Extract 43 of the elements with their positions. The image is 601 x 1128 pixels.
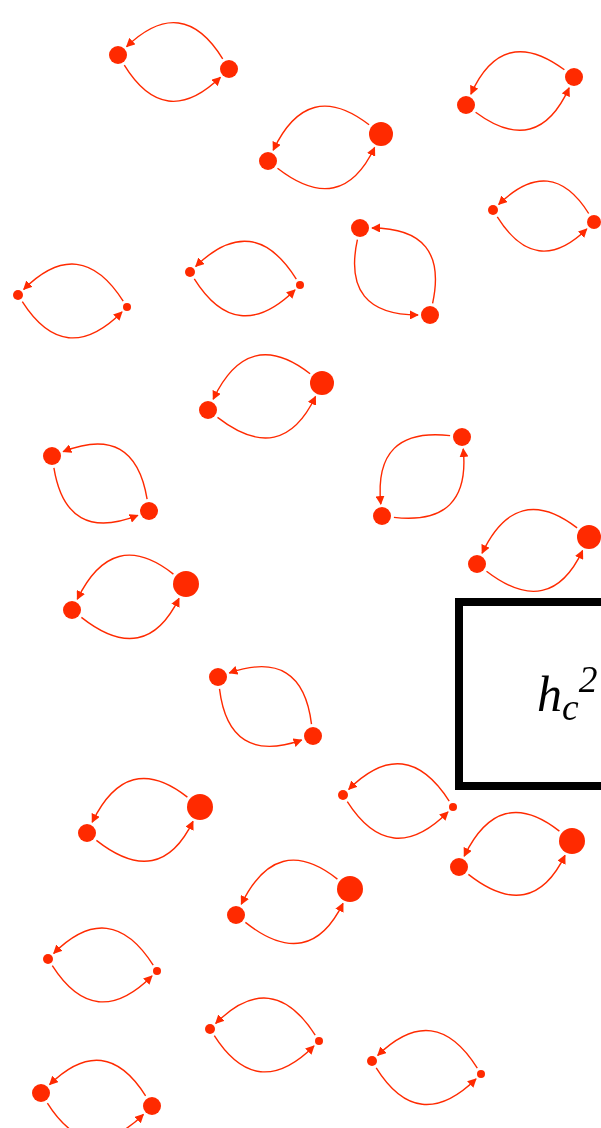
curved-arrow xyxy=(375,1067,477,1105)
curved-arrow xyxy=(377,1029,478,1069)
curved-arrow xyxy=(244,902,344,945)
curved-arrow xyxy=(215,997,316,1036)
curved-arrow xyxy=(218,688,303,748)
curved-arrow xyxy=(46,1102,145,1128)
curved-arrow xyxy=(53,467,139,524)
curved-arrow xyxy=(21,301,123,339)
curved-arrow xyxy=(23,263,124,302)
curved-arrow xyxy=(53,927,154,966)
curved-arrow xyxy=(470,51,566,95)
curved-arrow xyxy=(371,223,437,304)
curved-arrow xyxy=(467,854,566,896)
curved-arrow xyxy=(51,965,153,1003)
curved-arrow xyxy=(212,354,311,400)
curved-arrow xyxy=(125,22,224,60)
curved-arrow xyxy=(48,1059,147,1097)
curved-arrow xyxy=(95,820,194,862)
curved-arrow xyxy=(76,554,175,600)
curved-arrow xyxy=(272,105,370,151)
curved-arrow xyxy=(276,146,376,190)
curved-arrow xyxy=(195,240,297,280)
curved-arrow xyxy=(498,180,590,215)
curved-arrow xyxy=(123,64,222,102)
curved-arrow xyxy=(240,859,339,905)
curved-arrow xyxy=(213,1035,315,1073)
curved-arrow xyxy=(474,87,570,131)
curved-arrow xyxy=(481,508,578,554)
curved-arrow xyxy=(216,395,317,439)
curved-arrow xyxy=(348,763,450,802)
curved-arrow xyxy=(62,443,148,500)
curved-arrow xyxy=(193,278,296,317)
square-frame xyxy=(455,598,601,790)
curved-arrow xyxy=(393,448,469,519)
curved-arrow xyxy=(80,597,180,640)
curved-arrow xyxy=(375,434,451,505)
curved-arrow xyxy=(346,801,449,839)
curved-arrow xyxy=(485,549,584,593)
curved-arrow xyxy=(463,811,561,857)
curved-arrow xyxy=(496,216,588,252)
curved-arrow xyxy=(228,665,313,725)
curved-arrow xyxy=(91,777,189,823)
curved-arrow xyxy=(353,239,419,320)
